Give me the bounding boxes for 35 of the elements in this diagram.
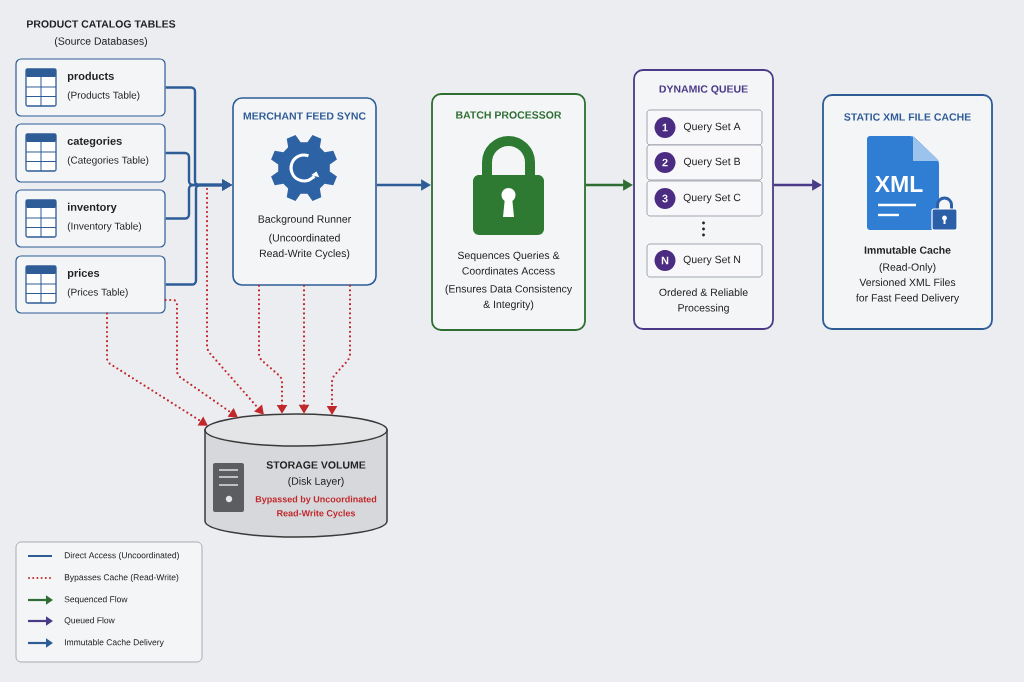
box-text: Sequences Queries & Coordinates Access (457, 251, 560, 275)
box-text: Background Runner (258, 215, 351, 225)
table-caption: (Products Table) (67, 91, 140, 101)
arrow (105, 312, 208, 426)
table-caption: (Categories Table) (67, 156, 149, 166)
box-text: Versioned XML Files for Fast Feed Delivery (856, 278, 960, 304)
table-caption: (Inventory Table) (67, 222, 142, 232)
box-text: Immutable Cache (864, 246, 951, 254)
table-name: products (67, 71, 114, 83)
box-title: STATIC XML FILE CACHE (844, 113, 971, 121)
table-name: prices (67, 268, 100, 280)
table-name: categories (67, 136, 122, 148)
box-text: Ordered & Reliable Processing (659, 288, 748, 314)
file-label: XML (874, 176, 923, 192)
legend-label: Direct Access (Uncoordinated) (64, 552, 179, 560)
box-title: BATCH PROCESSOR (456, 111, 562, 119)
number-badge: N (654, 250, 676, 271)
box-text: (Read-Only) (879, 263, 936, 273)
number-badge: 3 (654, 188, 676, 209)
group-heading: PRODUCT CATALOG TABLES (27, 20, 176, 28)
box-text: (Ensures Data Consistency & Integrity) (445, 284, 573, 311)
box-title: MERCHANT FEED SYNC (243, 112, 366, 120)
arrow (205, 187, 264, 415)
number-badge: 1 (654, 117, 676, 138)
legend-label: Sequenced Flow (64, 596, 128, 604)
arrow (164, 298, 238, 418)
group-subheading: (Source Databases) (54, 37, 147, 47)
table-name: inventory (67, 202, 117, 214)
legend-label: Bypasses Cache (Read-Write) (64, 574, 179, 582)
legend-label: Queued Flow (64, 617, 115, 625)
table-caption: (Prices Table) (67, 288, 128, 298)
box-title: DYNAMIC QUEUE (659, 85, 748, 95)
box-text: (Uncoordinated Read-Write Cycles) (259, 233, 350, 260)
legend-label: Immutable Cache Delivery (65, 639, 164, 647)
number-badge: 2 (654, 152, 676, 173)
